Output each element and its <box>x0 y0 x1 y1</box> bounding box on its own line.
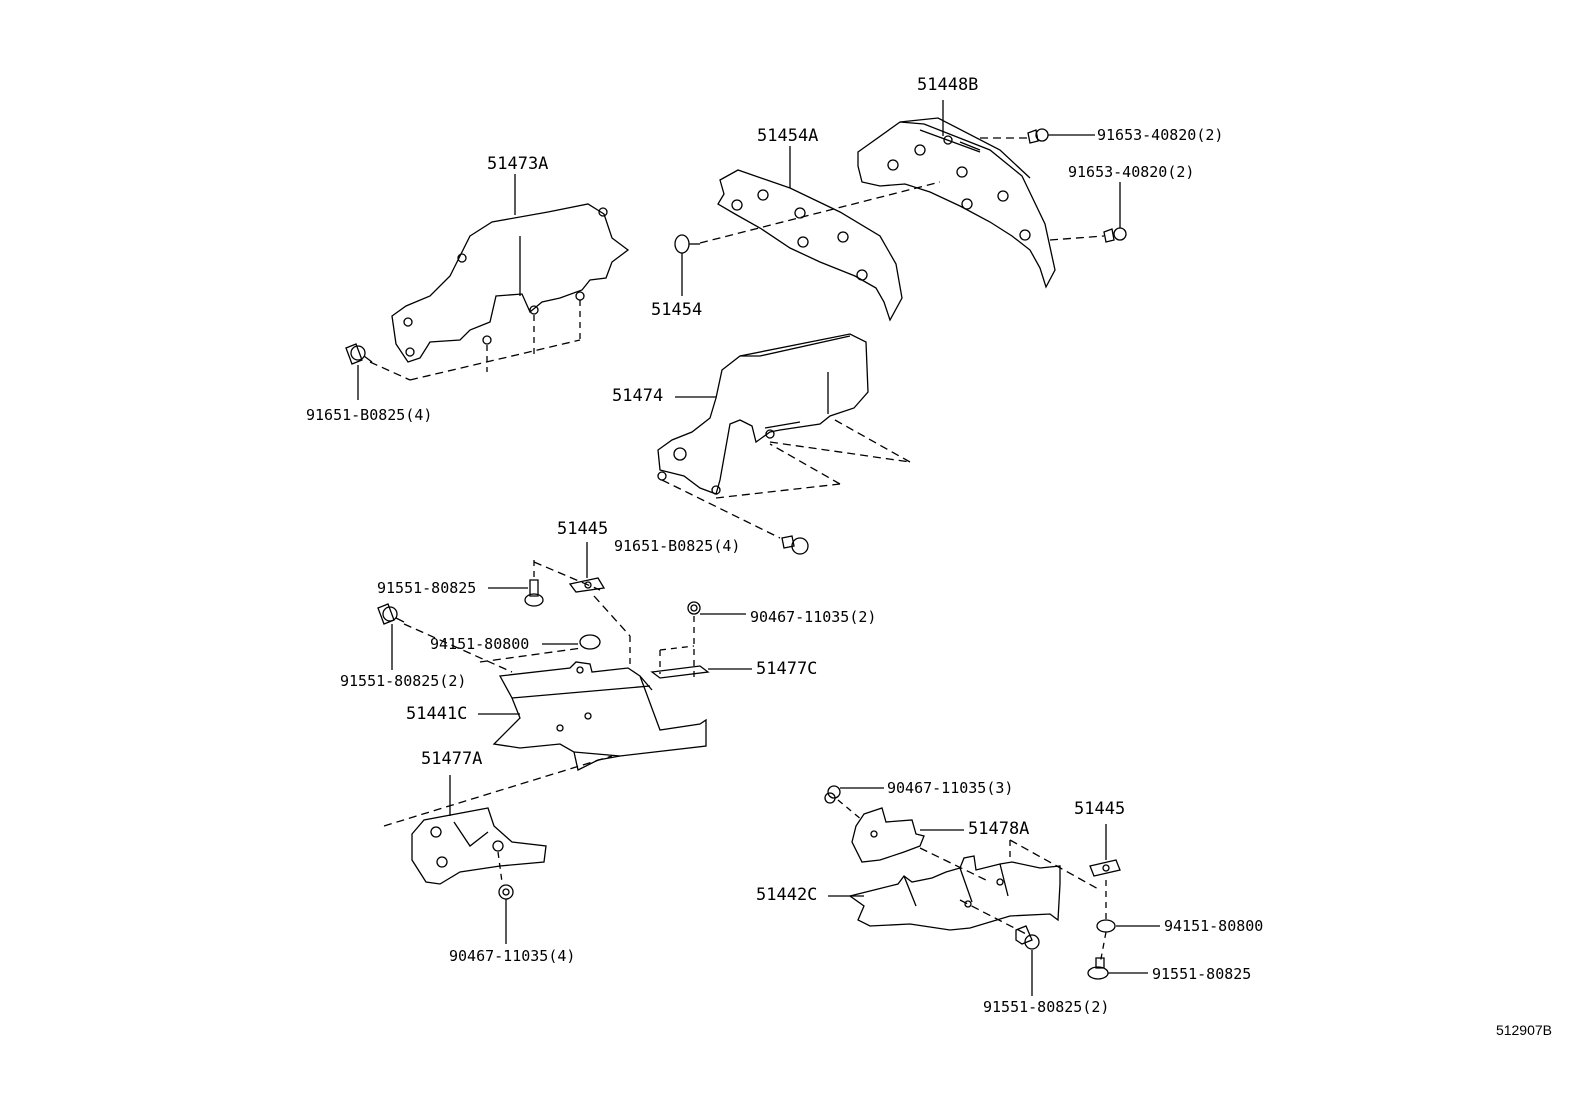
insulator-51473A <box>392 204 628 362</box>
clip-90467-lower-icon <box>499 885 513 944</box>
part-label-51445-right: 51445 <box>1074 799 1126 819</box>
bolt-91653-lower-icon <box>1104 182 1126 242</box>
part-label-51454: 51454 <box>651 300 703 320</box>
insulator-51448B <box>858 118 1055 287</box>
part-label-51477C: 51477C <box>756 659 818 679</box>
part-label-90467-11035-2: 90467-11035(2) <box>750 608 877 626</box>
part-label-51477A: 51477A <box>421 749 483 769</box>
part-label-91653-40820-upper: 91653-40820(2) <box>1097 126 1224 144</box>
part-label-51474: 51474 <box>612 386 664 406</box>
part-label-51473A: 51473A <box>487 154 549 174</box>
clip-51477C-icon <box>652 666 752 678</box>
part-label-94151-80800-right: 94151-80800 <box>1164 917 1264 935</box>
part-label-91551-80825-2-lower: 91551-80825(2) <box>983 998 1110 1016</box>
bracket-51478A <box>852 808 924 862</box>
insulator-51474 <box>658 334 868 494</box>
part-label-90467-11035-4: 90467-11035(4) <box>449 947 576 965</box>
part-label-94151-80800-upper: 94151-80800 <box>430 635 530 653</box>
part-label-90467-11035-3: 90467-11035(3) <box>887 779 1014 797</box>
part-label-91651-B0825-lower: 91651-B0825(4) <box>614 537 741 555</box>
diagram-reference-number: 512907B <box>1495 1022 1552 1038</box>
part-label-91551-80825-right: 91551-80825 <box>1152 965 1252 983</box>
part-label-51448B: 51448B <box>917 75 979 95</box>
part-label-51441C: 51441C <box>406 704 468 724</box>
cover-51441C <box>494 662 706 770</box>
bolt-91651-lower-icon <box>750 536 808 554</box>
insulator-51454A <box>718 170 902 320</box>
cover-51442C <box>850 856 1060 930</box>
part-label-91653-40820-lower: 91653-40820(2) <box>1068 163 1195 181</box>
part-label-91651-B0825-upper: 91651-B0825(4) <box>306 406 433 424</box>
part-label-51445-upper: 51445 <box>557 519 609 539</box>
bracket-51477A <box>412 808 546 884</box>
bolt-91653-upper-icon <box>1028 129 1095 143</box>
nut-94151-upper-icon <box>542 635 600 649</box>
bolt-91551-center-icon <box>1016 926 1039 996</box>
clip-51454-icon <box>675 235 700 296</box>
bolt-91651-left-icon <box>346 344 372 400</box>
part-label-51442C: 51442C <box>756 885 818 905</box>
part-label-51454A: 51454A <box>757 126 819 146</box>
bolt-91551-right-icon <box>1088 958 1148 979</box>
nut-plate-51445-upper-icon <box>570 542 604 592</box>
nut-plate-51445-right-icon <box>1090 824 1120 876</box>
part-label-51478A: 51478A <box>968 819 1030 839</box>
bolt-91551-upper-icon <box>488 580 543 606</box>
clip-90467-right-icon <box>825 786 884 803</box>
clip-90467-upper-icon <box>688 602 746 614</box>
bolt-91551-left-icon <box>378 604 404 670</box>
part-label-91551-80825-upper: 91551-80825 <box>377 579 477 597</box>
part-label-91551-80825-2-left: 91551-80825(2) <box>340 672 467 690</box>
nut-94151-right-icon <box>1097 920 1160 932</box>
